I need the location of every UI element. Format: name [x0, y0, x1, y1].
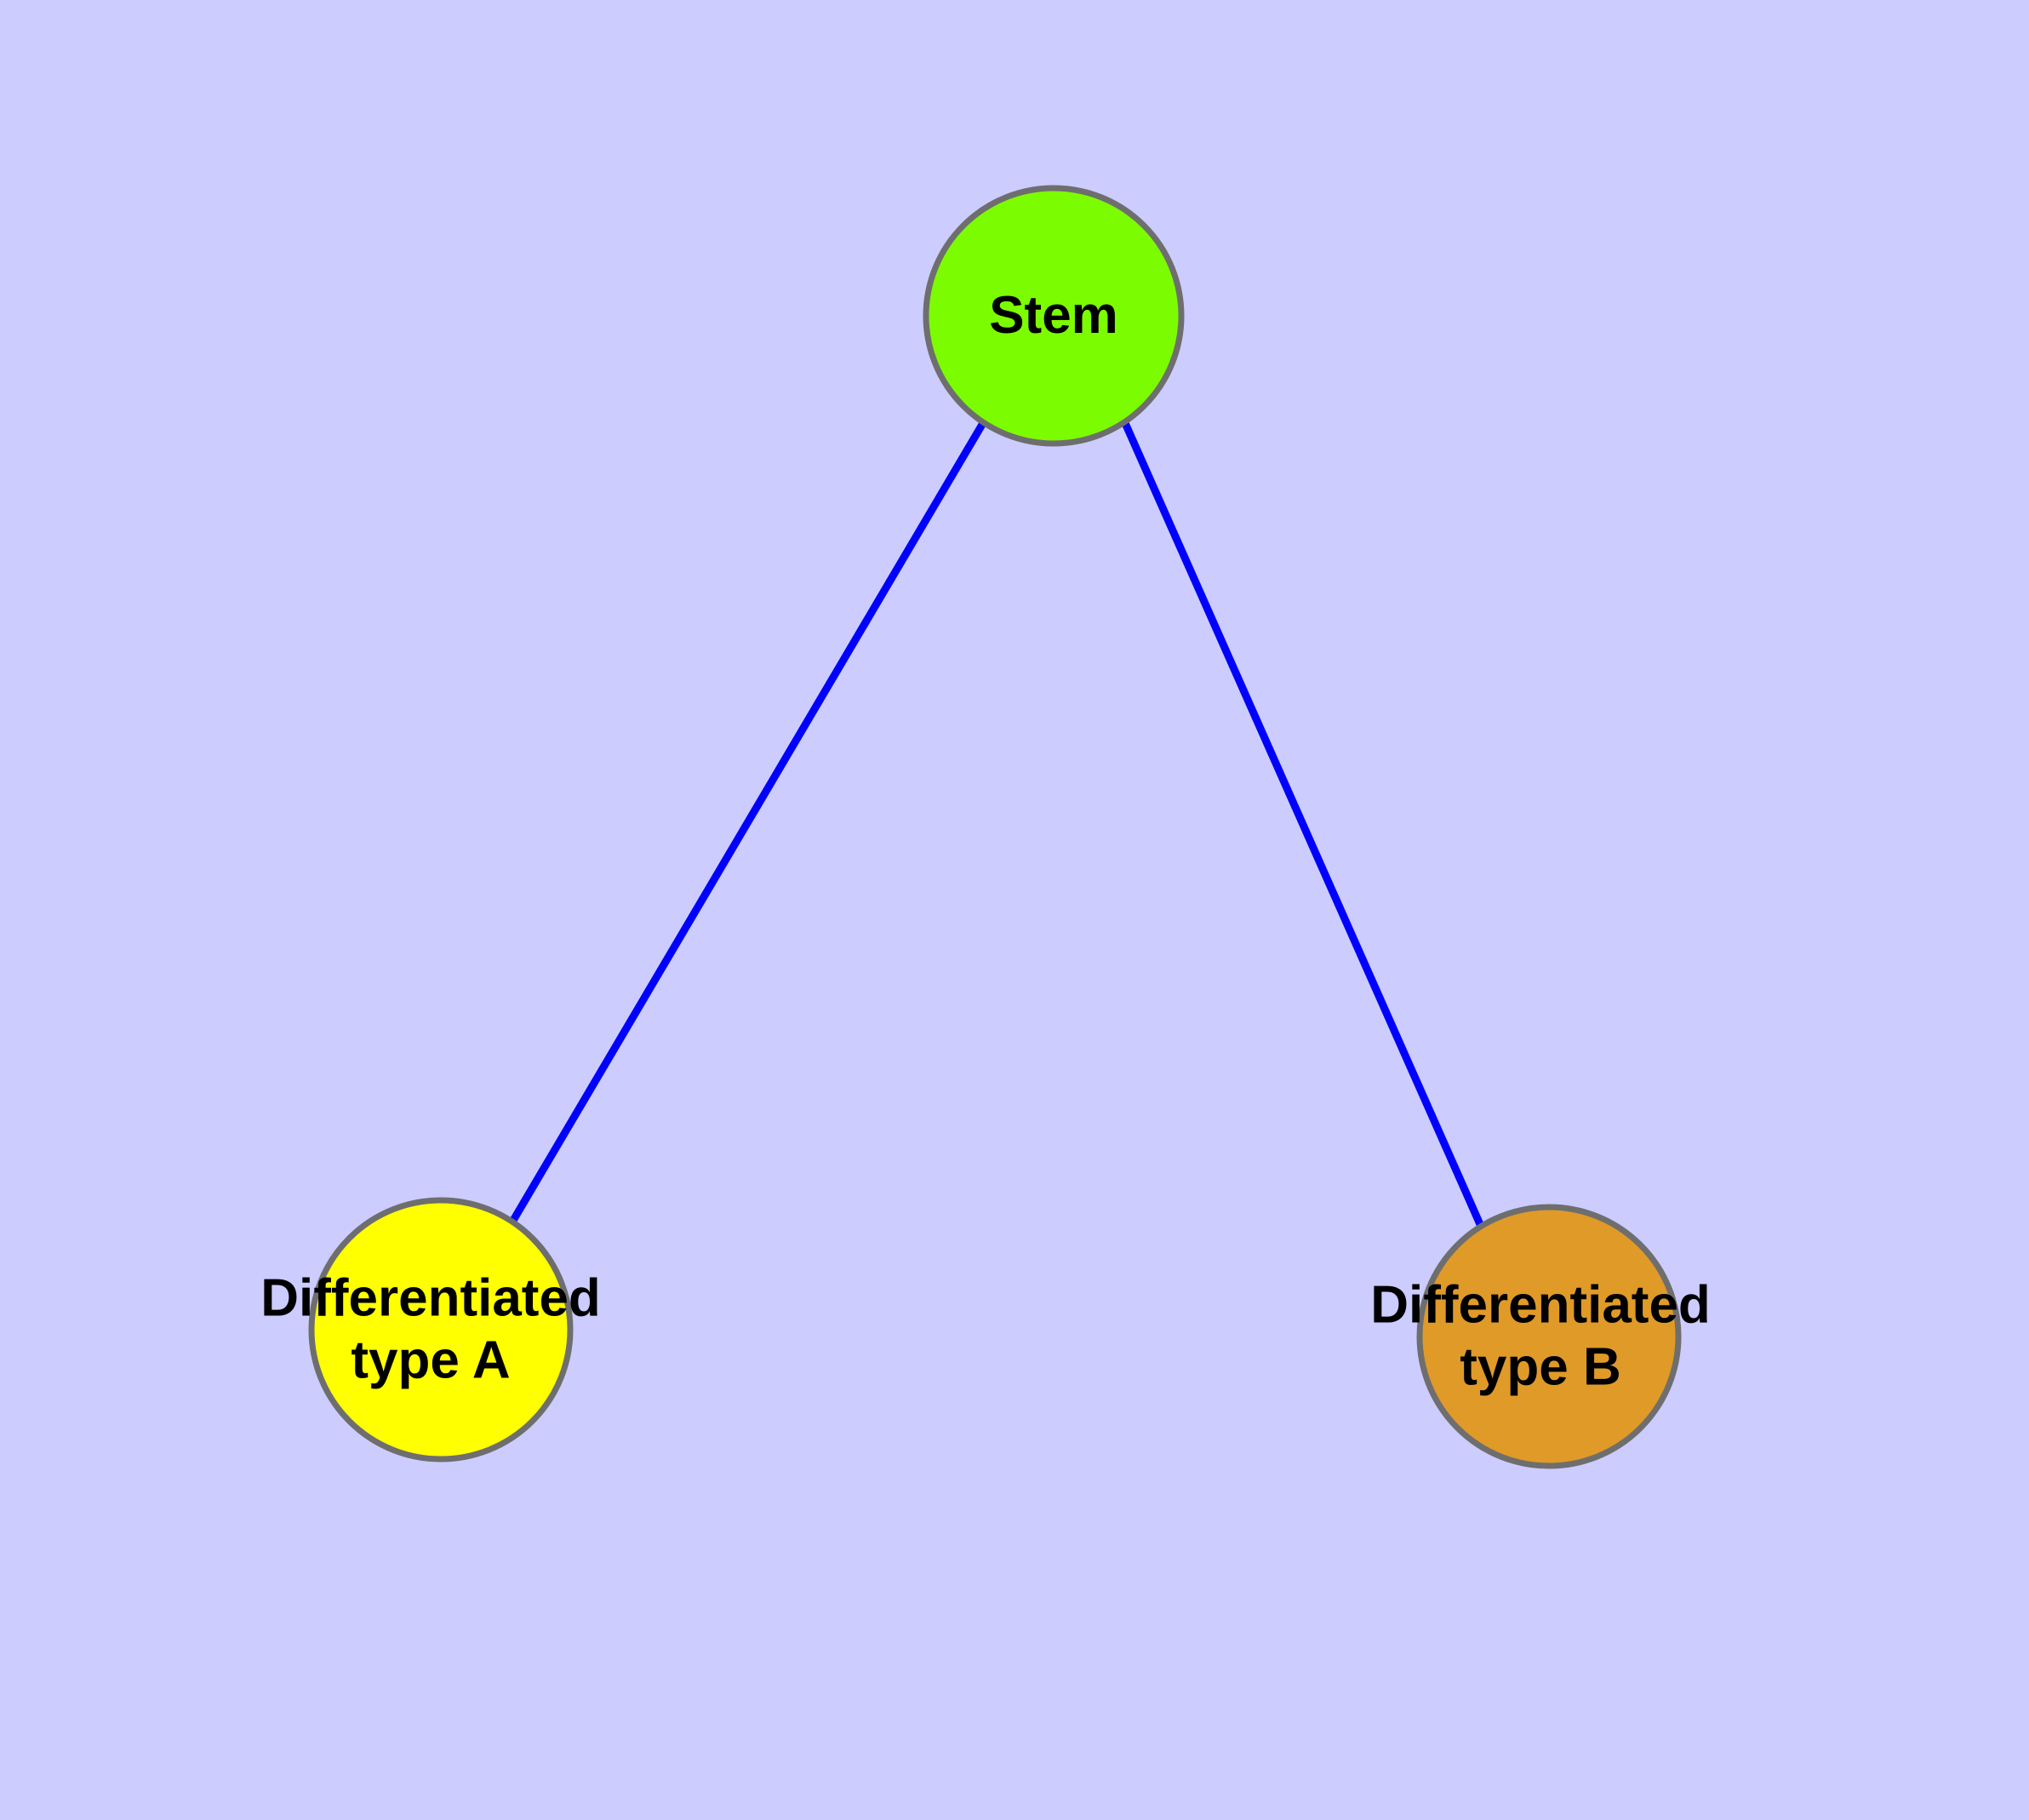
edge-stem-diff-b[interactable]	[1121, 421, 1487, 1232]
node-label-line: Differentiated	[1370, 1276, 1711, 1335]
node-label-line: Differentiated	[260, 1269, 601, 1328]
edge-stem-diff-a[interactable]	[508, 421, 986, 1226]
edges-group	[508, 421, 1487, 1232]
node-diff_a[interactable]	[308, 1197, 574, 1462]
node-diff_b[interactable]	[1416, 1204, 1682, 1469]
nodes-group	[308, 185, 1682, 1469]
node-label-line: type B	[1460, 1338, 1620, 1397]
node-stem[interactable]	[923, 185, 1185, 447]
node-label-line: Stem	[989, 287, 1118, 346]
node-label-line: type A	[351, 1331, 510, 1390]
node-label-stem: Stem	[989, 287, 1118, 346]
